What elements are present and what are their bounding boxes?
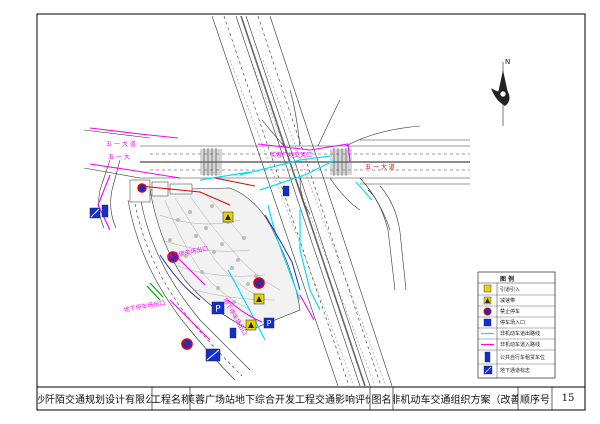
title-block: [36, 386, 586, 411]
legend-item-label: 停车场入口: [500, 320, 526, 326]
entry-sign-icon: [483, 284, 492, 293]
legend-item-label: 禁止停车: [500, 309, 521, 315]
bike-rental-icon: [484, 351, 491, 363]
legend-item-label: 地下通道标志: [500, 368, 531, 374]
drawing-name: 外部非机动车交通组织方案（改善后）: [393, 395, 518, 406]
road-label-right: 五 一 大 道: [365, 164, 395, 171]
no-parking-sign: [181, 338, 193, 350]
bike-rental-sign: [101, 185, 290, 339]
svg-text:P: P: [215, 305, 221, 315]
company-name: 长沙阡陌交通规划设计有限公司: [38, 395, 152, 406]
parking-entrance-sign: P: [211, 301, 225, 315]
parking-entrance-icon: [483, 318, 492, 327]
legend-box: [477, 271, 556, 379]
green-lines: [146, 282, 164, 301]
project-label: 工程名称: [152, 395, 190, 406]
no-parking-sign: [253, 277, 265, 289]
road-network: [83, 15, 470, 387]
legend-title: 图 例: [500, 276, 515, 283]
legend-item-label: 减速带: [500, 298, 516, 304]
speed-bump-sign: [245, 319, 257, 331]
north-label: N: [505, 58, 511, 66]
no-parking-sign: [137, 183, 147, 193]
north-arrow-icon: [491, 62, 510, 126]
svg-text:P: P: [267, 319, 272, 328]
speed-bump-sign: [253, 293, 265, 305]
underpass-sign-icon: [483, 365, 493, 375]
no-parking-sign: [167, 251, 179, 263]
red-route-lines: [139, 177, 256, 206]
underpass-sign: [205, 348, 221, 362]
intersection-label: 芙蓉广场交叉口: [270, 152, 313, 159]
speed-bump-sign: [222, 211, 234, 223]
legend-item-label: 非机动车道出路线: [500, 331, 541, 337]
underpass-sign: [89, 207, 101, 219]
parking-entrance-sign: P: [263, 317, 275, 329]
legend-item-label: 引道引入: [500, 287, 521, 293]
magenta-entry-routes: [89, 127, 351, 341]
legend-item-label: 非机动车道入路线: [500, 342, 541, 348]
sheet-number: 15: [561, 393, 575, 404]
legend-item-label: 公共自行车租赁车位: [500, 355, 546, 361]
cyan-exit-routes: [199, 155, 373, 341]
blue-route-lines: [159, 214, 301, 301]
project-name: 芙蓉广场站地下综合开发工程交通影响评价: [190, 395, 370, 406]
drawing-label: 图名: [371, 395, 392, 406]
no-parking-icon: [483, 307, 492, 316]
road-label-left: 五 一 大: [108, 154, 130, 161]
road-label-top-left: 五 一 大 道: [106, 141, 136, 148]
sheet-label: 顺序号: [520, 395, 550, 406]
speed-bump-icon: [483, 296, 492, 305]
